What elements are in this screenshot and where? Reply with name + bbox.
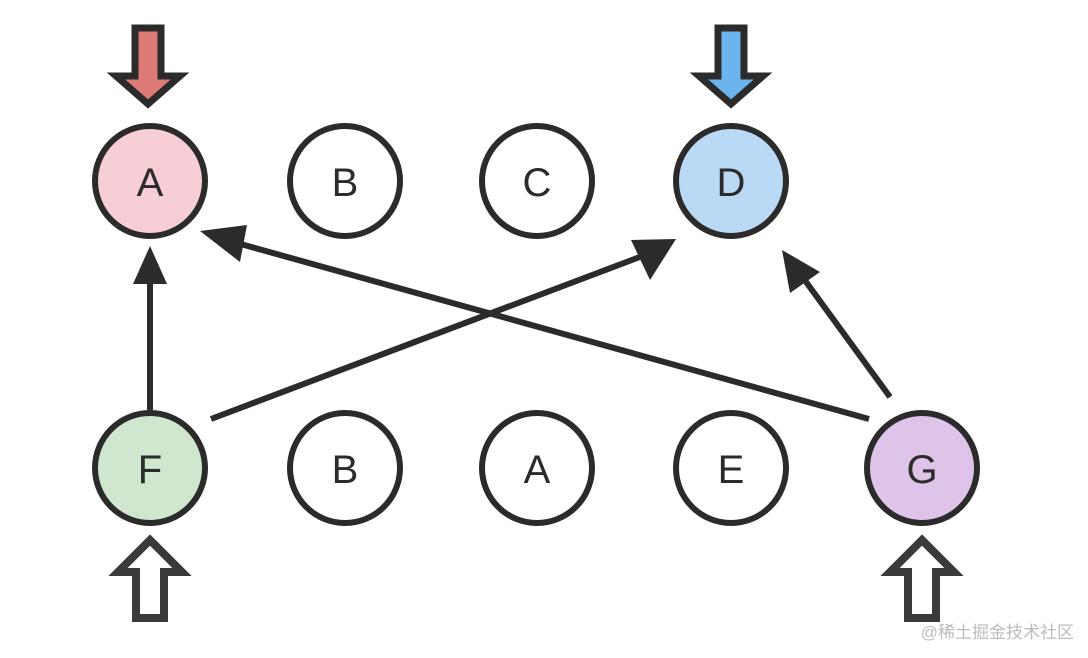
edge-g-to-a [200, 225, 870, 422]
node-bottom-e[interactable]: E [673, 410, 789, 526]
node-top-d[interactable]: D [673, 123, 789, 239]
node-top-b-label: B [332, 161, 359, 205]
marker-up-arrow-hollow-left [108, 534, 192, 622]
node-bottom-b-label: B [332, 448, 359, 492]
edge-f-to-a [133, 246, 167, 410]
marker-down-arrow-blue [689, 24, 773, 109]
node-top-b[interactable]: B [287, 123, 403, 239]
node-top-c-label: C [523, 161, 552, 205]
node-bottom-f[interactable]: F [92, 410, 208, 526]
node-top-d-label: D [717, 161, 746, 205]
node-bottom-g-label: G [906, 448, 937, 492]
node-bottom-e-label: E [718, 448, 745, 492]
node-top-a-label: A [137, 161, 164, 205]
marker-down-arrow-red [106, 24, 190, 109]
node-top-c[interactable]: C [479, 123, 595, 239]
node-top-a[interactable]: A [92, 123, 208, 239]
marker-up-arrow-hollow-right [880, 534, 964, 622]
edge-f-to-d [209, 239, 676, 422]
edge-g-to-d [782, 250, 893, 399]
watermark-label: @稀土掘金技术社区 [921, 623, 1074, 642]
node-bottom-b[interactable]: B [287, 410, 403, 526]
node-bottom-g[interactable]: G [864, 410, 980, 526]
node-bottom-a-label: A [524, 448, 551, 492]
node-bottom-a[interactable]: A [479, 410, 595, 526]
node-bottom-f-label: F [138, 448, 162, 492]
